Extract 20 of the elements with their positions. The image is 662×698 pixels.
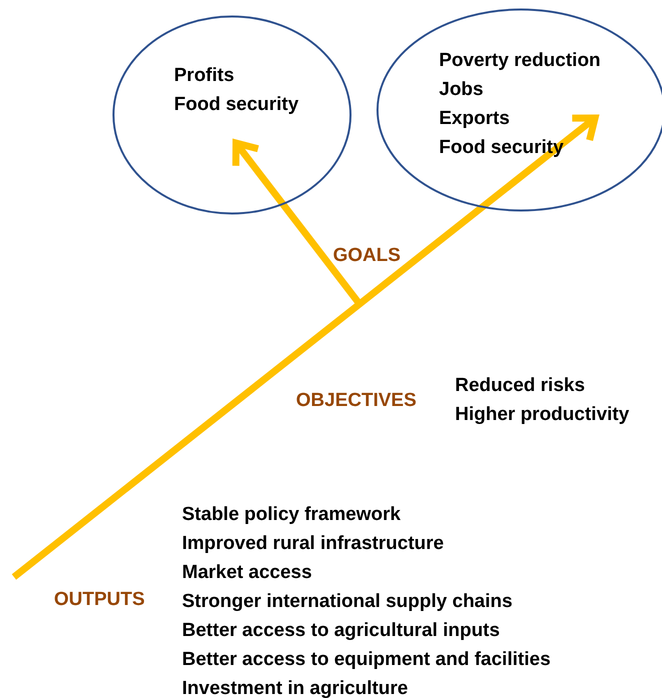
goal-circle <box>112 15 352 215</box>
goal-text: Jobs <box>439 79 484 101</box>
goal-text: Poverty reduction <box>439 50 601 72</box>
list-item: Reduced risks <box>455 375 585 397</box>
list-item: Market access <box>182 562 312 584</box>
arrow <box>232 140 361 304</box>
section-heading: GOALS <box>333 245 401 267</box>
list-item: Investment in agriculture <box>182 678 408 698</box>
list-item: Better access to equipment and facilities <box>182 649 551 671</box>
goal-text: Food security <box>174 94 299 116</box>
list-item: Improved rural infrastructure <box>182 533 444 555</box>
goal-text: Exports <box>439 108 510 130</box>
list-item: Better access to agricultural inputs <box>182 620 500 642</box>
list-item: Stronger international supply chains <box>182 591 512 613</box>
section-heading: OUTPUTS <box>54 589 145 611</box>
list-item: Stable policy framework <box>182 504 401 526</box>
section-heading: OBJECTIVES <box>296 390 416 412</box>
list-item: Higher productivity <box>455 404 630 426</box>
goal-text: Profits <box>174 65 234 87</box>
arrow <box>12 114 598 580</box>
